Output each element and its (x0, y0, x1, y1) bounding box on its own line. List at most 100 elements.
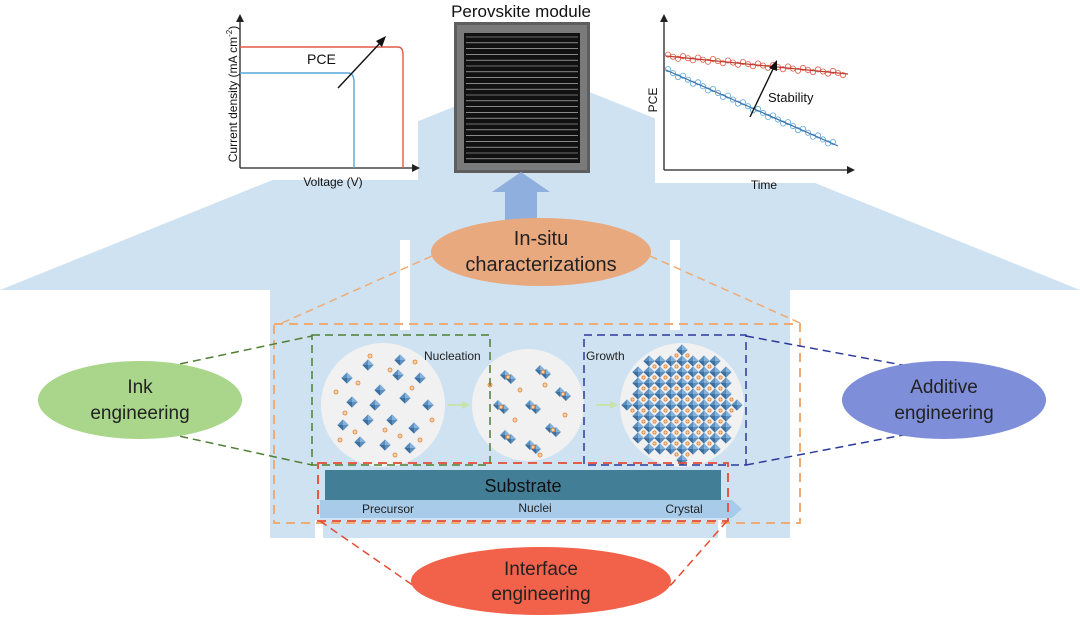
crystal-ion (641, 419, 646, 424)
stability-point-blue (775, 116, 782, 123)
house-gap-bottom-right (718, 520, 726, 540)
crystal-ion (663, 408, 668, 413)
jv-chart: PCE Voltage (V) Current density (mA cm-2… (225, 14, 420, 189)
jv-pce-label: PCE (307, 51, 336, 67)
stability-point-red (825, 70, 832, 77)
process-box-outer (273, 323, 801, 524)
crystal-ion (652, 430, 657, 435)
substrate-label: Substrate (484, 476, 561, 496)
precursor-ion (392, 452, 398, 458)
in-situ-dash-left (281, 255, 433, 324)
crystal-ion (718, 386, 723, 391)
stability-point-blue (760, 109, 767, 116)
additive-ellipse (842, 361, 1046, 439)
crystal-ion (707, 430, 712, 435)
crystal-ion (652, 441, 657, 446)
crystal-ion (663, 419, 668, 424)
crystal-ion (685, 452, 690, 457)
interface-ellipse (411, 547, 671, 615)
stability-point-blue (665, 66, 672, 73)
nucleus-ion (540, 369, 546, 375)
nucleus-ion (550, 427, 556, 433)
step-arrow-1 (448, 401, 470, 409)
process-arrow (320, 500, 742, 518)
crystal-ion (707, 419, 712, 424)
crystal-ion (652, 386, 657, 391)
crystal-ion (674, 364, 679, 369)
in-situ-ellipse (431, 218, 651, 286)
stability-point-red (710, 56, 717, 63)
crystal-label: Crystal (665, 502, 702, 516)
precursor-ion (352, 429, 358, 435)
stability-point-blue (800, 125, 807, 132)
nucleus-ion (505, 374, 511, 380)
crystal-ion (685, 441, 690, 446)
additive-label-line2: engineering (894, 403, 993, 424)
stability-point-red (680, 53, 687, 60)
jv-x-arrowhead (412, 164, 420, 172)
additive-dash-top (745, 335, 941, 373)
crystal-ion (630, 397, 635, 402)
nucleus-ion (505, 434, 511, 440)
precursor-ion (342, 410, 348, 416)
stability-point-red (840, 72, 847, 79)
stability-point-red (705, 58, 712, 65)
crystal-ion (696, 430, 701, 435)
stability-point-red (720, 60, 727, 67)
house-gap-right (670, 240, 680, 330)
module-title: Perovskite module (451, 2, 591, 21)
crystal-ion (663, 386, 668, 391)
crystal-ion (729, 397, 734, 402)
crystal-ion (685, 419, 690, 424)
jv-y-label-sup: -2 (225, 29, 234, 37)
crystal-ion (685, 364, 690, 369)
jv-y-label: Current density (mA cm-2) (225, 26, 240, 163)
precursor-ion (333, 389, 339, 395)
crystal-ion (663, 364, 668, 369)
crystal-ion (685, 353, 690, 358)
stability-point-blue (670, 70, 677, 77)
crystal-ion (685, 386, 690, 391)
ink-group: Ink engineering (38, 335, 313, 466)
nucleation-label: Nucleation (424, 349, 481, 363)
stab-y-arrowhead (660, 14, 668, 22)
ink-label-line1: Ink (127, 377, 153, 398)
stability-point-red (780, 66, 787, 73)
precursor-ion (429, 417, 435, 423)
nuclei-ion (512, 417, 518, 423)
crystal-ion (663, 441, 668, 446)
stability-point-red (810, 69, 817, 76)
nucleus-ion (498, 404, 504, 410)
stability-point-blue (685, 76, 692, 83)
crystal-ion (718, 408, 723, 413)
interface-group: Interface engineering (319, 520, 728, 615)
crystal-ion (718, 397, 723, 402)
precursor-label: Precursor (362, 502, 414, 516)
in-situ-group: In-situ characterizations (281, 218, 801, 324)
stability-point-blue (695, 79, 702, 86)
jv-pce-arrow (337, 41, 382, 89)
crystal-ion (652, 397, 657, 402)
nucleus-ion (530, 404, 536, 410)
nuclei-label: Nuclei (518, 501, 551, 515)
step-arrow-2 (596, 401, 618, 409)
crystal-ion (696, 364, 701, 369)
crystal-ion (718, 430, 723, 435)
crystal-ion (663, 397, 668, 402)
crystal-ion (685, 375, 690, 380)
substrate-bar (325, 470, 721, 500)
crystal-ion (674, 397, 679, 402)
stability-point-red (830, 67, 837, 74)
module-cell-lines (466, 36, 578, 160)
stability-point-red (800, 64, 807, 71)
additive-dash-bottom (745, 427, 941, 466)
crystal-ion (652, 419, 657, 424)
additive-group: Additive engineering (745, 335, 1046, 466)
precursor-ion (355, 380, 361, 386)
crystal-ion (707, 441, 712, 446)
stability-point-red (665, 51, 672, 58)
crystal-ion (696, 408, 701, 413)
crystal-ion (663, 375, 668, 380)
precursor-ion (409, 385, 415, 391)
